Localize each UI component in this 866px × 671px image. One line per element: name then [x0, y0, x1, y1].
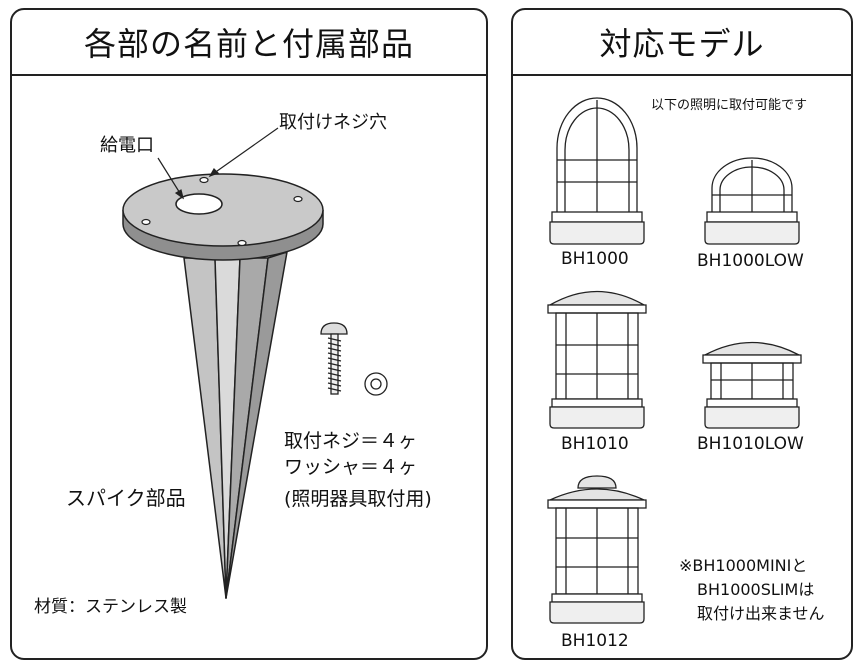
spike-blades — [183, 251, 288, 599]
material-label: 材質：ステンレス製 — [34, 597, 187, 617]
incompatible-note-line-3: 取付け出来ません — [697, 604, 825, 623]
model-label-bh1010low: BH1010LOW — [697, 434, 804, 454]
fixture-bh1012-icon — [547, 475, 647, 624]
leader-lines — [157, 127, 279, 200]
model-label-bh1000low: BH1000LOW — [697, 251, 804, 271]
mounting-plate — [122, 173, 324, 261]
models-panel-title: 対応モデル — [513, 10, 851, 76]
parts-panel-title: 各部の名前と付属部品 — [12, 10, 486, 76]
spike-part-label: スパイク部品 — [66, 486, 186, 510]
fixture-bh1010low-icon — [702, 341, 802, 429]
compatibility-intro: 以下の照明に取付可能です — [651, 98, 808, 113]
accessory-note: (照明器具取付用) — [284, 488, 432, 510]
screw-hole-label: 取付けネジ穴 — [279, 112, 387, 133]
model-label-bh1012: BH1012 — [561, 631, 629, 651]
incompatible-note-line-2: BH1000SLIMは — [697, 580, 815, 599]
fixture-bh1010-icon — [547, 290, 647, 429]
washer-icon — [364, 372, 388, 396]
fixture-bh1000low-icon — [704, 157, 800, 245]
model-label-bh1010: BH1010 — [561, 434, 629, 454]
models-panel: 対応モデル — [511, 8, 853, 660]
washer-count-label: ワッシャ＝４ヶ — [284, 456, 418, 478]
screw-count-label: 取付ネジ＝４ヶ — [284, 430, 418, 452]
screw-holes — [141, 176, 303, 247]
feed-port-label: 給電口 — [100, 135, 154, 156]
model-label-bh1000: BH1000 — [561, 249, 629, 269]
incompatible-note-line-1: ※BH1000MINIと — [679, 556, 808, 575]
screw-icon — [320, 322, 348, 395]
fixture-bh1000-icon — [549, 97, 645, 245]
